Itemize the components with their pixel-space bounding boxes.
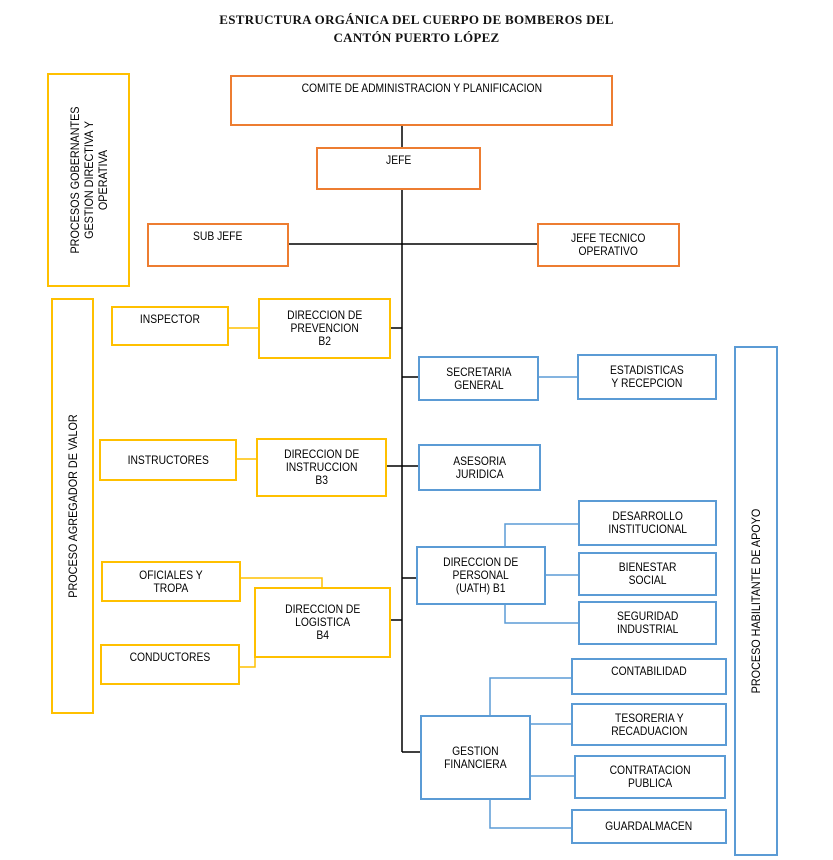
node-tesoreria: TESORERIA Y RECADUACION [571,703,727,746]
node-inspector: INSPECTOR [111,306,229,346]
conductores-connector [240,655,256,668]
node-contratacion-publica: CONTRATACION PUBLICA [574,755,726,799]
proceso-habilitante-label: PROCESO HABILITANTE DE APOYO [749,508,763,694]
node-dir-instruccion: DIRECCION DE INSTRUCCION B3 [256,438,387,497]
node-oficiales-tropa: OFICIALES Y TROPA [101,561,241,602]
node-comite: COMITE DE ADMINISTRACION Y PLANIFICACION [230,75,613,126]
contabilidad-connector [489,677,571,715]
node-gestion-financiera: GESTION FINANCIERA [420,715,531,800]
node-secretaria-general: SECRETARIA GENERAL [418,356,539,401]
chart-title-line-2: CANTÓN PUERTO LÓPEZ [333,30,500,45]
proceso-agregador-panel: PROCESO AGREGADOR DE VALOR [51,298,94,714]
node-contabilidad: CONTABILIDAD [571,658,727,695]
proceso-habilitante-panel: PROCESO HABILITANTE DE APOYO [734,346,778,856]
node-desarrollo-institucional: DESARROLLO INSTITUCIONAL [578,500,717,546]
node-instructores: INSTRUCTORES [99,439,237,481]
oficiales-connector [240,577,323,588]
procesos-gobernantes-panel: PROCESOS GOBERNANTES GESTION DIRECTIVA Y… [47,73,130,287]
node-jefe: JEFE [316,147,481,190]
node-conductores: CONDUCTORES [100,644,240,685]
node-dir-personal: DIRECCION DE PERSONAL (UATH) B1 [416,546,546,605]
chart-title-line-1: ESTRUCTURA ORGÁNICA DEL CUERPO DE BOMBER… [219,12,614,27]
node-sub-jefe: SUB JEFE [147,223,289,267]
node-guardalmacen: GUARDALMACEN [571,809,727,844]
node-dir-logistica: DIRECCION DE LOGISTICA B4 [254,587,391,658]
node-dir-prevencion: DIRECCION DE PREVENCION B2 [258,298,391,359]
node-seguridad-industrial: SEGURIDAD INDUSTRIAL [578,601,717,645]
node-bienestar-social: BIENESTAR SOCIAL [578,552,717,596]
gestion-directiva-label: GESTION DIRECTIVA Y [81,121,96,239]
procesos-gobernantes-label: PROCESOS GOBERNANTES [67,106,82,254]
node-jefe-tecnico: JEFE TECNICO OPERATIVO [537,223,680,267]
node-asesoria-juridica: ASESORIA JURIDICA [418,444,541,491]
desarrollo-connector [504,523,578,546]
proceso-agregador-label: PROCESO AGREGADOR DE VALOR [65,414,80,598]
node-estadisticas: ESTADISTICAS Y RECEPCION [577,354,717,400]
seguridad-connector [504,605,578,624]
guardalmacen-connector [489,800,571,829]
operativa-label: OPERATIVA [95,149,110,211]
